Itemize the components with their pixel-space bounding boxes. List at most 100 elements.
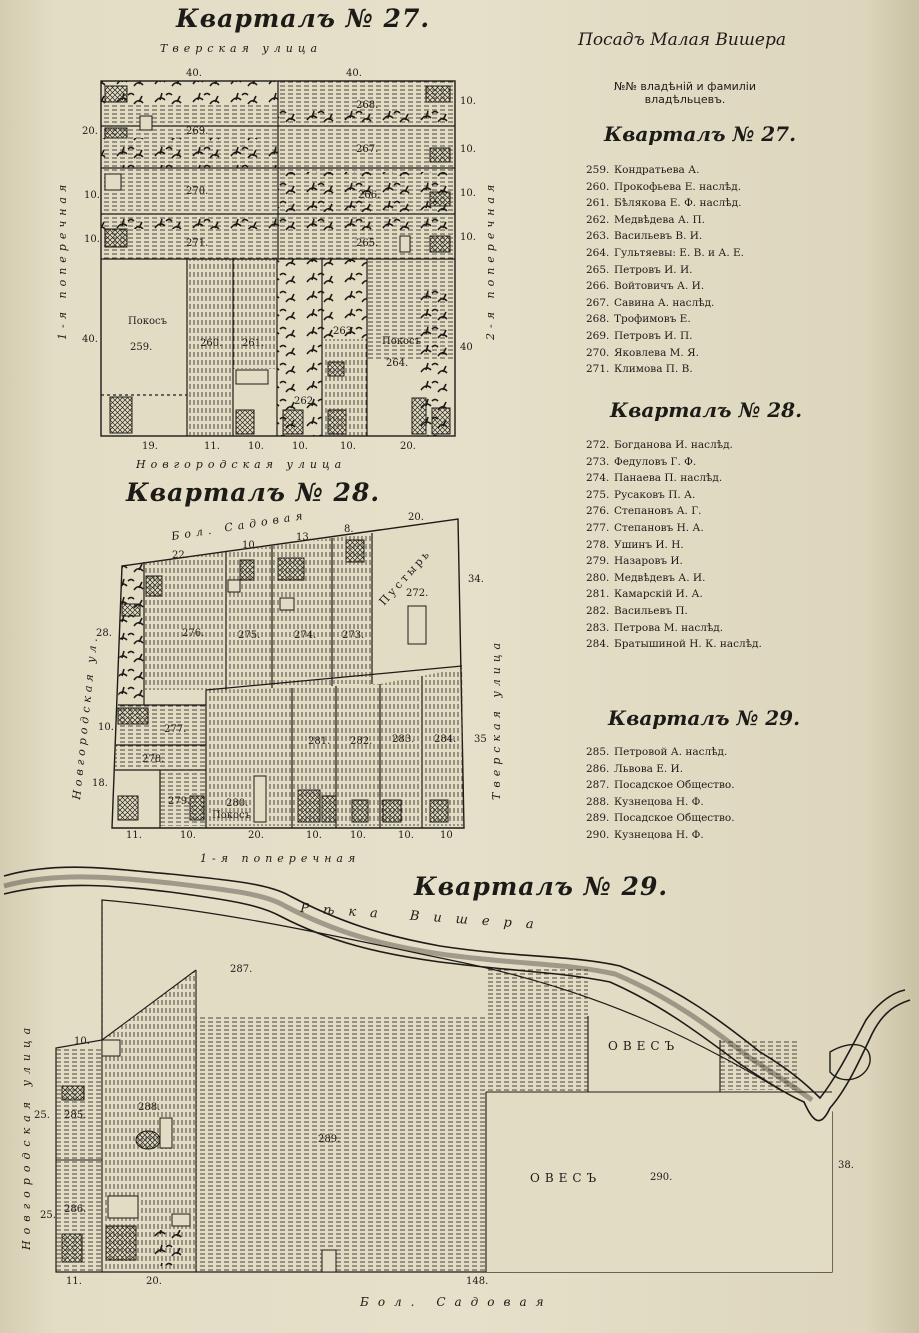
plot-264: 264. [386, 358, 408, 369]
q29-dim-left-2: 25. [40, 1210, 56, 1221]
river-vishera [3, 866, 911, 1122]
q27-top-dim-2: 40. [346, 68, 362, 79]
plot-261: 261. [242, 338, 264, 349]
q29-dim-bottom-3: 148. [466, 1276, 488, 1287]
plot-259: 259. [130, 342, 152, 353]
plot-270: 270. [186, 186, 208, 197]
q29-dim-top: 10. [74, 1036, 90, 1047]
list-item: 272.Богданова И. наслѣд. [586, 439, 733, 451]
q27-left-dim-1: 20. [82, 126, 98, 137]
list-item: 269.Петровъ И. П. [586, 329, 693, 342]
street-tverskaya-27: Тверская улица [160, 42, 322, 55]
plot-287: 287. [230, 964, 252, 975]
q27-left-dim-4: 40. [82, 334, 98, 345]
list-item: 273.Федуловъ Г. Ф. [586, 455, 697, 468]
list-item: 281.Камарскій И. А. [586, 588, 703, 601]
list-item: 284.Братышиной Н. К. наслѣд. [586, 638, 762, 651]
place-header: Посадъ Малая Вишера [578, 30, 787, 50]
plot-268: 268. [356, 100, 378, 111]
list-item: 270.Яковлева М. Я. [586, 346, 699, 359]
title-quarter-27: Кварталъ № 27. [176, 4, 431, 33]
list-item: 264.Гультяевы: Е. В. и А. Е. [586, 246, 745, 259]
legend-subtitle: №№ владѣній и фамиліи владѣльцевъ. [614, 80, 756, 106]
label-pokos-264: Покосъ [382, 336, 421, 347]
map-quarter-29 [55, 899, 833, 1273]
plot-276: 276. [182, 628, 204, 639]
list-item: 287.Посадское Общество. [586, 779, 735, 792]
plot-275: 275. [238, 630, 260, 641]
plot-272: 272. [406, 588, 428, 599]
plot-281: 281. [308, 736, 330, 747]
plot-262: 262. [294, 396, 316, 407]
label-pokos-259: Покосъ [128, 316, 167, 327]
list-item: 268.Трофимовъ Е. [586, 313, 691, 326]
street-1-poperechnaya-28: 1-я поперечная [200, 852, 360, 865]
legend-section-title-29: Кварталъ № 29. [608, 706, 801, 730]
title-quarter-29: Кварталъ № 29. [414, 872, 669, 901]
plot-288: 288. [138, 1102, 160, 1113]
plot-269: 269. [186, 126, 208, 137]
street-bol-sadovaya-29: Бол. Садовая [359, 1295, 553, 1309]
q28-bottom-dim-4: 10. [306, 830, 322, 841]
q27-bottom-dim-5: 10. [340, 441, 356, 452]
q27-right-dim-5: 40 [460, 342, 473, 353]
q27-bottom-dim-1: 19. [142, 441, 158, 452]
plot-284: 284. [434, 734, 456, 745]
plot-273: 273. [342, 630, 364, 641]
plot-266: 266. [358, 190, 380, 201]
plot-271: 271. [186, 238, 208, 249]
list-item: 283.Петрова М. наслѣд. [586, 621, 724, 634]
q28-left-dim-2: 10. [98, 722, 114, 733]
plot-263: 263. [333, 326, 355, 337]
list-item: 278.Ушинъ И. Н. [586, 538, 684, 551]
q27-bottom-dim-4: 10. [292, 441, 308, 452]
list-item: 277.Степановъ Н. А. [586, 521, 704, 534]
q27-right-dim-3: 10. [460, 188, 476, 199]
plot-260: 260. [200, 338, 222, 349]
legend-list-28: 272.Богданова И. наслѣд. 273.Федуловъ Г.… [586, 437, 762, 653]
q27-left-dim-2: 10. [84, 190, 100, 201]
q27-left-dim-3: 10. [84, 234, 100, 245]
q27-top-dim-1: 40. [186, 68, 202, 79]
plot-277: 277. [164, 724, 186, 735]
q28-bottom-dim-6: 10. [398, 830, 414, 841]
street-novgorodskaya-28: Новгородская ул. [70, 633, 100, 801]
legend-list-27: 259.Кондратьева А. 260.Прокофьева Е. нас… [586, 162, 744, 378]
title-quarter-28: Кварталъ № 28. [126, 478, 381, 507]
q28-top-dim-2: 10. [242, 540, 258, 551]
street-bol-sadovaya-28: Бол. Садовая [169, 509, 308, 544]
plot-289: 289. [318, 1134, 340, 1145]
list-item: 260.Прокофьева Е. наслѣд. [586, 180, 742, 193]
list-item: 261.Бѣлякова Е. Ф. наслѣд. [586, 197, 742, 210]
q28-bottom-dim-5: 10. [350, 830, 366, 841]
list-item: 274.Панаева П. наслѣд. [586, 472, 723, 485]
plot-274: 274. [294, 630, 316, 641]
plot-278: 278. [142, 754, 164, 765]
q27-right-dim-1: 10. [460, 96, 476, 107]
q28-right-dim-1: 34. [468, 574, 484, 585]
list-item: 290.Кузнецова Н. Ф. [586, 828, 704, 841]
q28-top-dim-4: 8. [344, 524, 354, 535]
list-item: 285.Петровой А. наслѣд. [586, 746, 728, 758]
street-novgorodskaya-29: Новгородская улица [20, 1022, 33, 1251]
q28-bottom-dim-7: 10 [440, 830, 453, 841]
map-quarter-27 [100, 80, 456, 437]
street-2-poperechnaya-27: 2-я поперечная [484, 180, 497, 341]
list-item: 279.Назаровъ И. [586, 555, 683, 568]
legend-list-29: 285.Петровой А. наслѣд. 286.Львова Е. И.… [586, 744, 735, 844]
plot-290: 290. [650, 1172, 672, 1183]
q29-dim-left-1: 25. [34, 1110, 50, 1121]
q29-dim-bottom-2: 20. [146, 1276, 162, 1287]
street-novgorodskaya-27: Новгородская улица [135, 458, 346, 471]
q28-top-dim-1: 22. [172, 550, 188, 561]
q27-bottom-dim-3: 10. [248, 441, 264, 452]
plot-265: 265. [356, 238, 378, 249]
plot-279: 279. [168, 796, 190, 807]
q28-right-dim-2: 35 [474, 734, 487, 745]
legend-section-title-27: Кварталъ № 27. [604, 122, 797, 146]
label-oves-2: ОВЕСЪ [530, 1171, 601, 1185]
plot-283: 283. [392, 734, 414, 745]
list-item: 265.Петровъ И. И. [586, 263, 693, 276]
list-item: 288.Кузнецова Н. Ф. [586, 795, 704, 808]
